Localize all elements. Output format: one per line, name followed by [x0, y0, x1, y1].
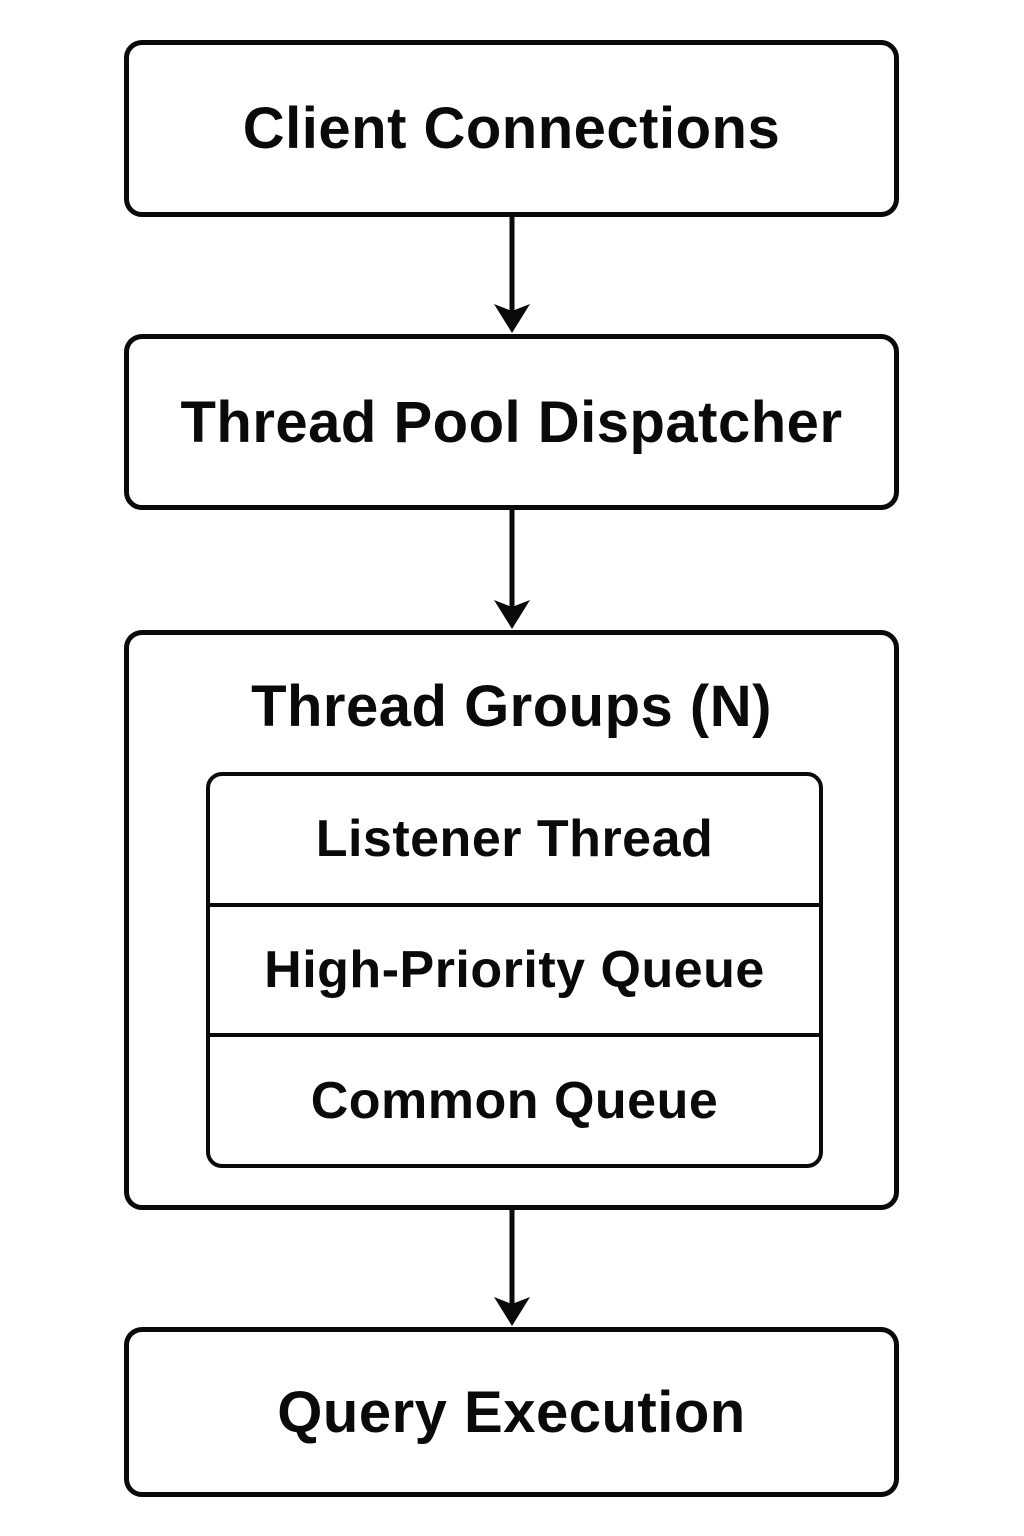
node-high-priority-queue: High-Priority Queue: [210, 902, 819, 1034]
node-label: Thread Pool Dispatcher: [180, 389, 843, 455]
node-listener-thread: Listener Thread: [210, 776, 819, 903]
node-thread-pool-dispatcher: Thread Pool Dispatcher: [124, 334, 899, 510]
node-label: Common Queue: [310, 1071, 719, 1130]
node-label: High-Priority Queue: [264, 941, 765, 999]
thread-groups-stack: Listener Thread High-Priority Queue Comm…: [206, 772, 823, 1168]
node-label: Listener Thread: [315, 810, 714, 869]
node-common-queue: Common Queue: [210, 1033, 819, 1164]
node-label: Query Execution: [277, 1379, 746, 1445]
flow-arrow-down-icon: [494, 510, 530, 629]
node-thread-groups: Thread Groups (N) Listener Thread High-P…: [124, 630, 899, 1210]
node-query-execution: Query Execution: [124, 1327, 899, 1497]
node-client-connections: Client Connections: [124, 40, 899, 217]
flow-arrow-down-icon: [494, 1210, 530, 1326]
flow-arrow-down-icon: [494, 217, 530, 333]
node-label: Client Connections: [242, 96, 781, 161]
thread-groups-title: Thread Groups (N): [251, 674, 772, 739]
